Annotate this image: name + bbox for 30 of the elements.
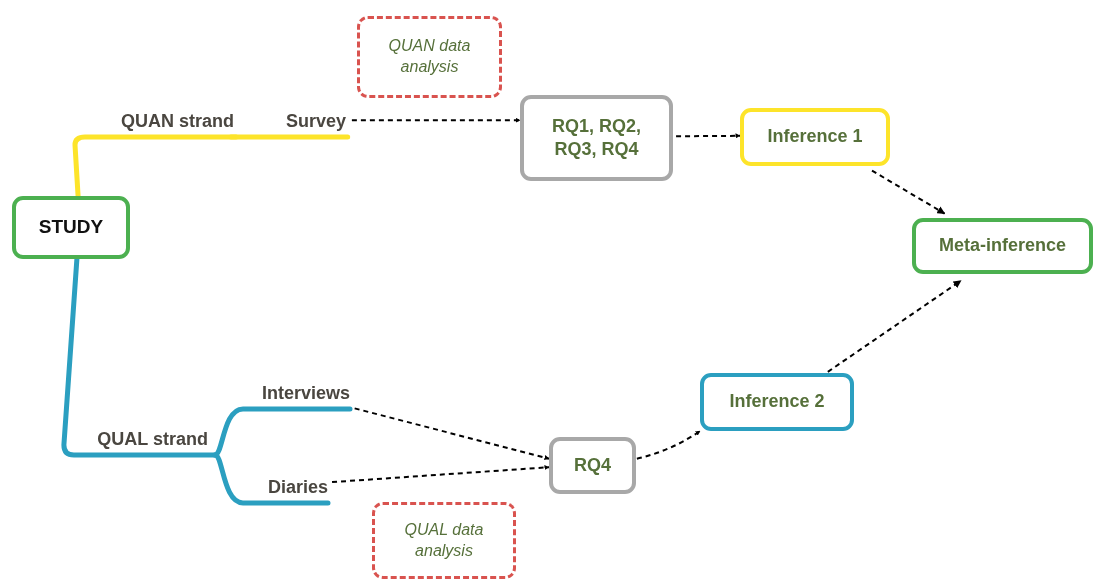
branch-label: Diaries (267, 475, 328, 499)
branch-label: QUAL strand (97, 427, 208, 451)
arrow (871, 169, 946, 215)
process-box (549, 437, 636, 494)
branch-label: Survey (285, 109, 346, 133)
box-label: RQ4 (573, 453, 612, 477)
arrow (826, 279, 962, 373)
result-box (912, 218, 1093, 274)
arrow (353, 407, 550, 460)
arrow (331, 465, 550, 484)
note-box (372, 502, 516, 579)
box-label: Inference 1 (766, 125, 864, 149)
note-box (357, 16, 502, 98)
box-label: Inference 2 (728, 390, 826, 414)
process-box (520, 95, 673, 181)
box-label: Meta-inference (937, 234, 1067, 258)
box-label: RQ1, RQ2, RQ3, RQ4 (551, 114, 642, 161)
branch-line (212, 452, 331, 506)
branch-label: QUAN strand (121, 109, 234, 133)
branch-line (228, 134, 351, 140)
arrow (635, 430, 701, 460)
study-box (12, 196, 130, 259)
arrow (675, 133, 741, 139)
process-box (700, 373, 854, 431)
box-label: QUAN data analysis (387, 36, 472, 77)
process-box (740, 108, 890, 166)
box-label: QUAL data analysis (403, 519, 485, 561)
box-label: STUDY (37, 215, 105, 240)
branch-label: Interviews (261, 381, 350, 405)
arrow (350, 117, 521, 123)
